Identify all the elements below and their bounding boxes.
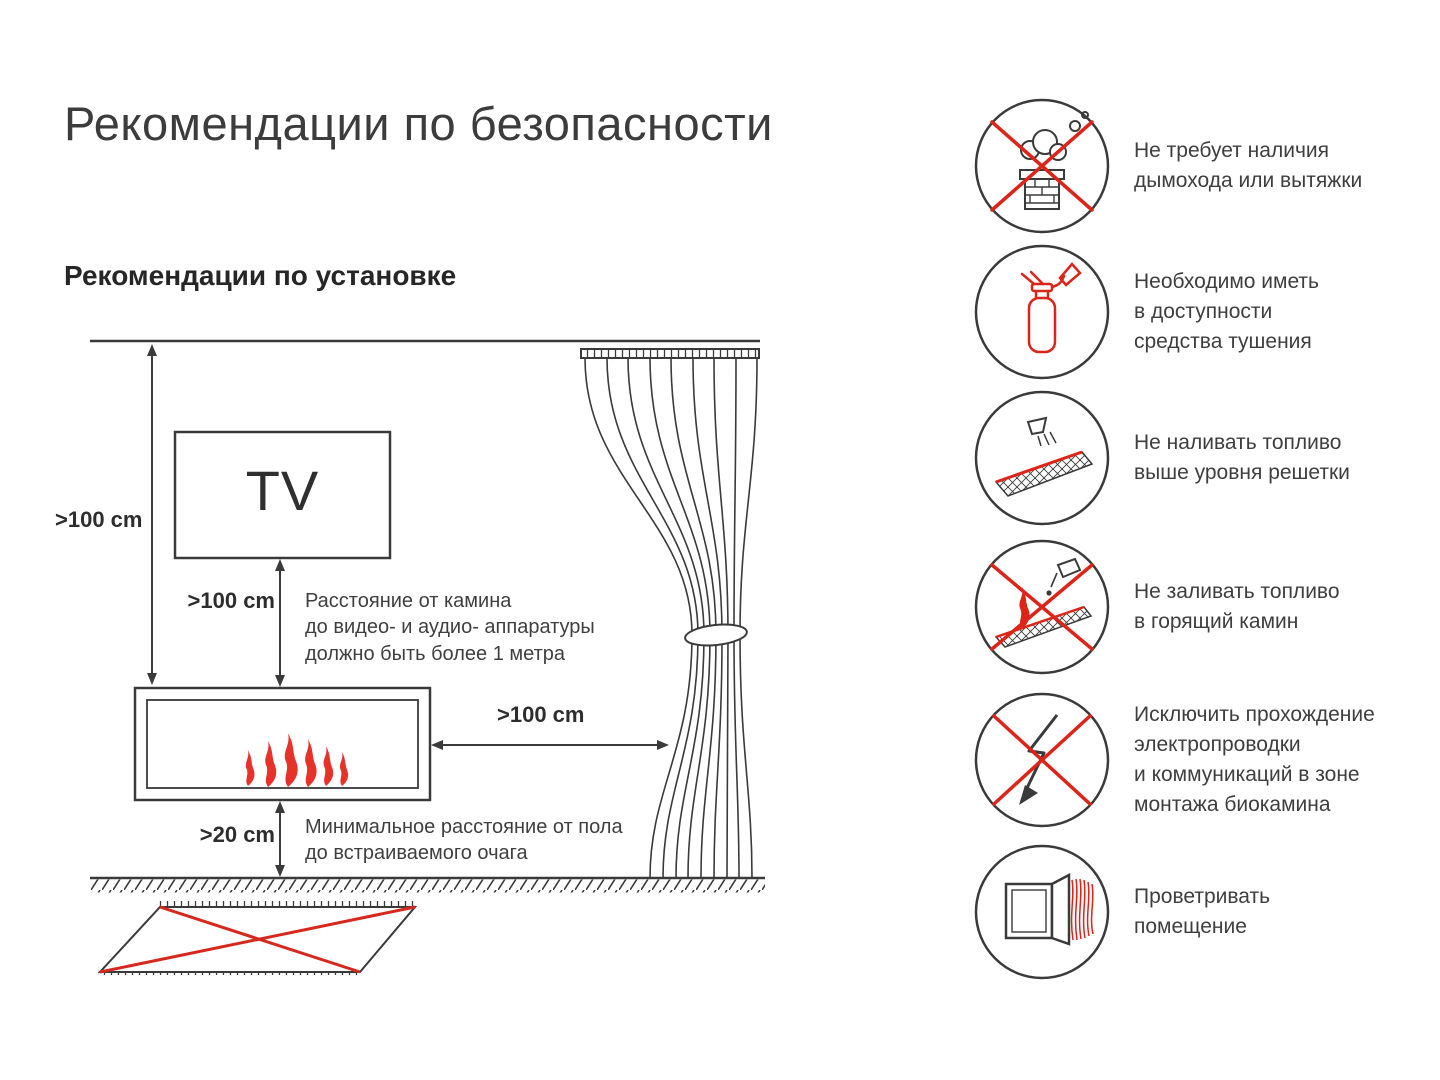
dim-fireplace-curtain: >100 cm <box>497 702 585 727</box>
safety-item-text: Не наливать топливо выше уровня решетки <box>1134 431 1350 484</box>
safety-item: Необходимо иметь в доступности средства … <box>972 242 1432 382</box>
tv-box <box>173 430 392 560</box>
safety-item: Проветривать помещение <box>972 842 1432 982</box>
dim-ceiling-fireplace: >100 cm <box>55 507 143 532</box>
safety-item-text: Необходимо иметь в доступности средства … <box>1134 270 1319 353</box>
no-chimney-icon <box>974 98 1110 234</box>
no-wiring-icon <box>974 692 1110 828</box>
safety-item-text: Не требует наличия дымохода или вытяжки <box>1134 139 1363 192</box>
arrow-ceiling-fireplace <box>147 344 157 685</box>
safety-item-text: Исключить прохождение электропроводки и … <box>1134 703 1375 816</box>
dim-floor-fireplace: >20 cm <box>199 822 275 847</box>
note-floor-distance: Минимальное расстояние от пола до встраи… <box>305 816 623 865</box>
safety-item: Не наливать топливо выше уровня решетки <box>972 388 1432 528</box>
curtain-tie <box>684 623 748 647</box>
safety-item-text: Проветривать помещение <box>1134 885 1271 938</box>
no-carpet-icon <box>97 901 418 975</box>
safety-item: Исключить прохождение электропроводки и … <box>972 690 1432 830</box>
fire-extinguisher-icon <box>974 244 1110 380</box>
floor-line <box>90 876 765 893</box>
installation-diagram <box>90 339 765 975</box>
ventilation-icon <box>974 844 1110 980</box>
tv-label: TV <box>245 459 320 522</box>
section-title-installation: Рекомендации по установке <box>64 260 457 291</box>
arrow-tv-fireplace <box>275 559 285 687</box>
safety-item: Не заливать топливо в горящий камин <box>972 537 1432 677</box>
safety-item: Не требует наличия дымохода или вытяжки <box>972 96 1432 236</box>
arrow-fireplace-curtain <box>431 740 669 750</box>
safety-item-text: Не заливать топливо в горящий камин <box>1134 580 1340 633</box>
dim-tv-fireplace: >100 cm <box>187 588 275 613</box>
no-refill-burning-icon <box>974 539 1110 675</box>
fuel-level-icon <box>974 390 1110 526</box>
arrow-fireplace-floor <box>275 801 285 877</box>
note-tv-distance: Расстояние от камина до видео- и аудио- … <box>305 590 595 665</box>
fireplace-box <box>133 686 432 802</box>
curtain <box>580 348 760 879</box>
page-title: Рекомендации по безопасности <box>64 97 773 150</box>
